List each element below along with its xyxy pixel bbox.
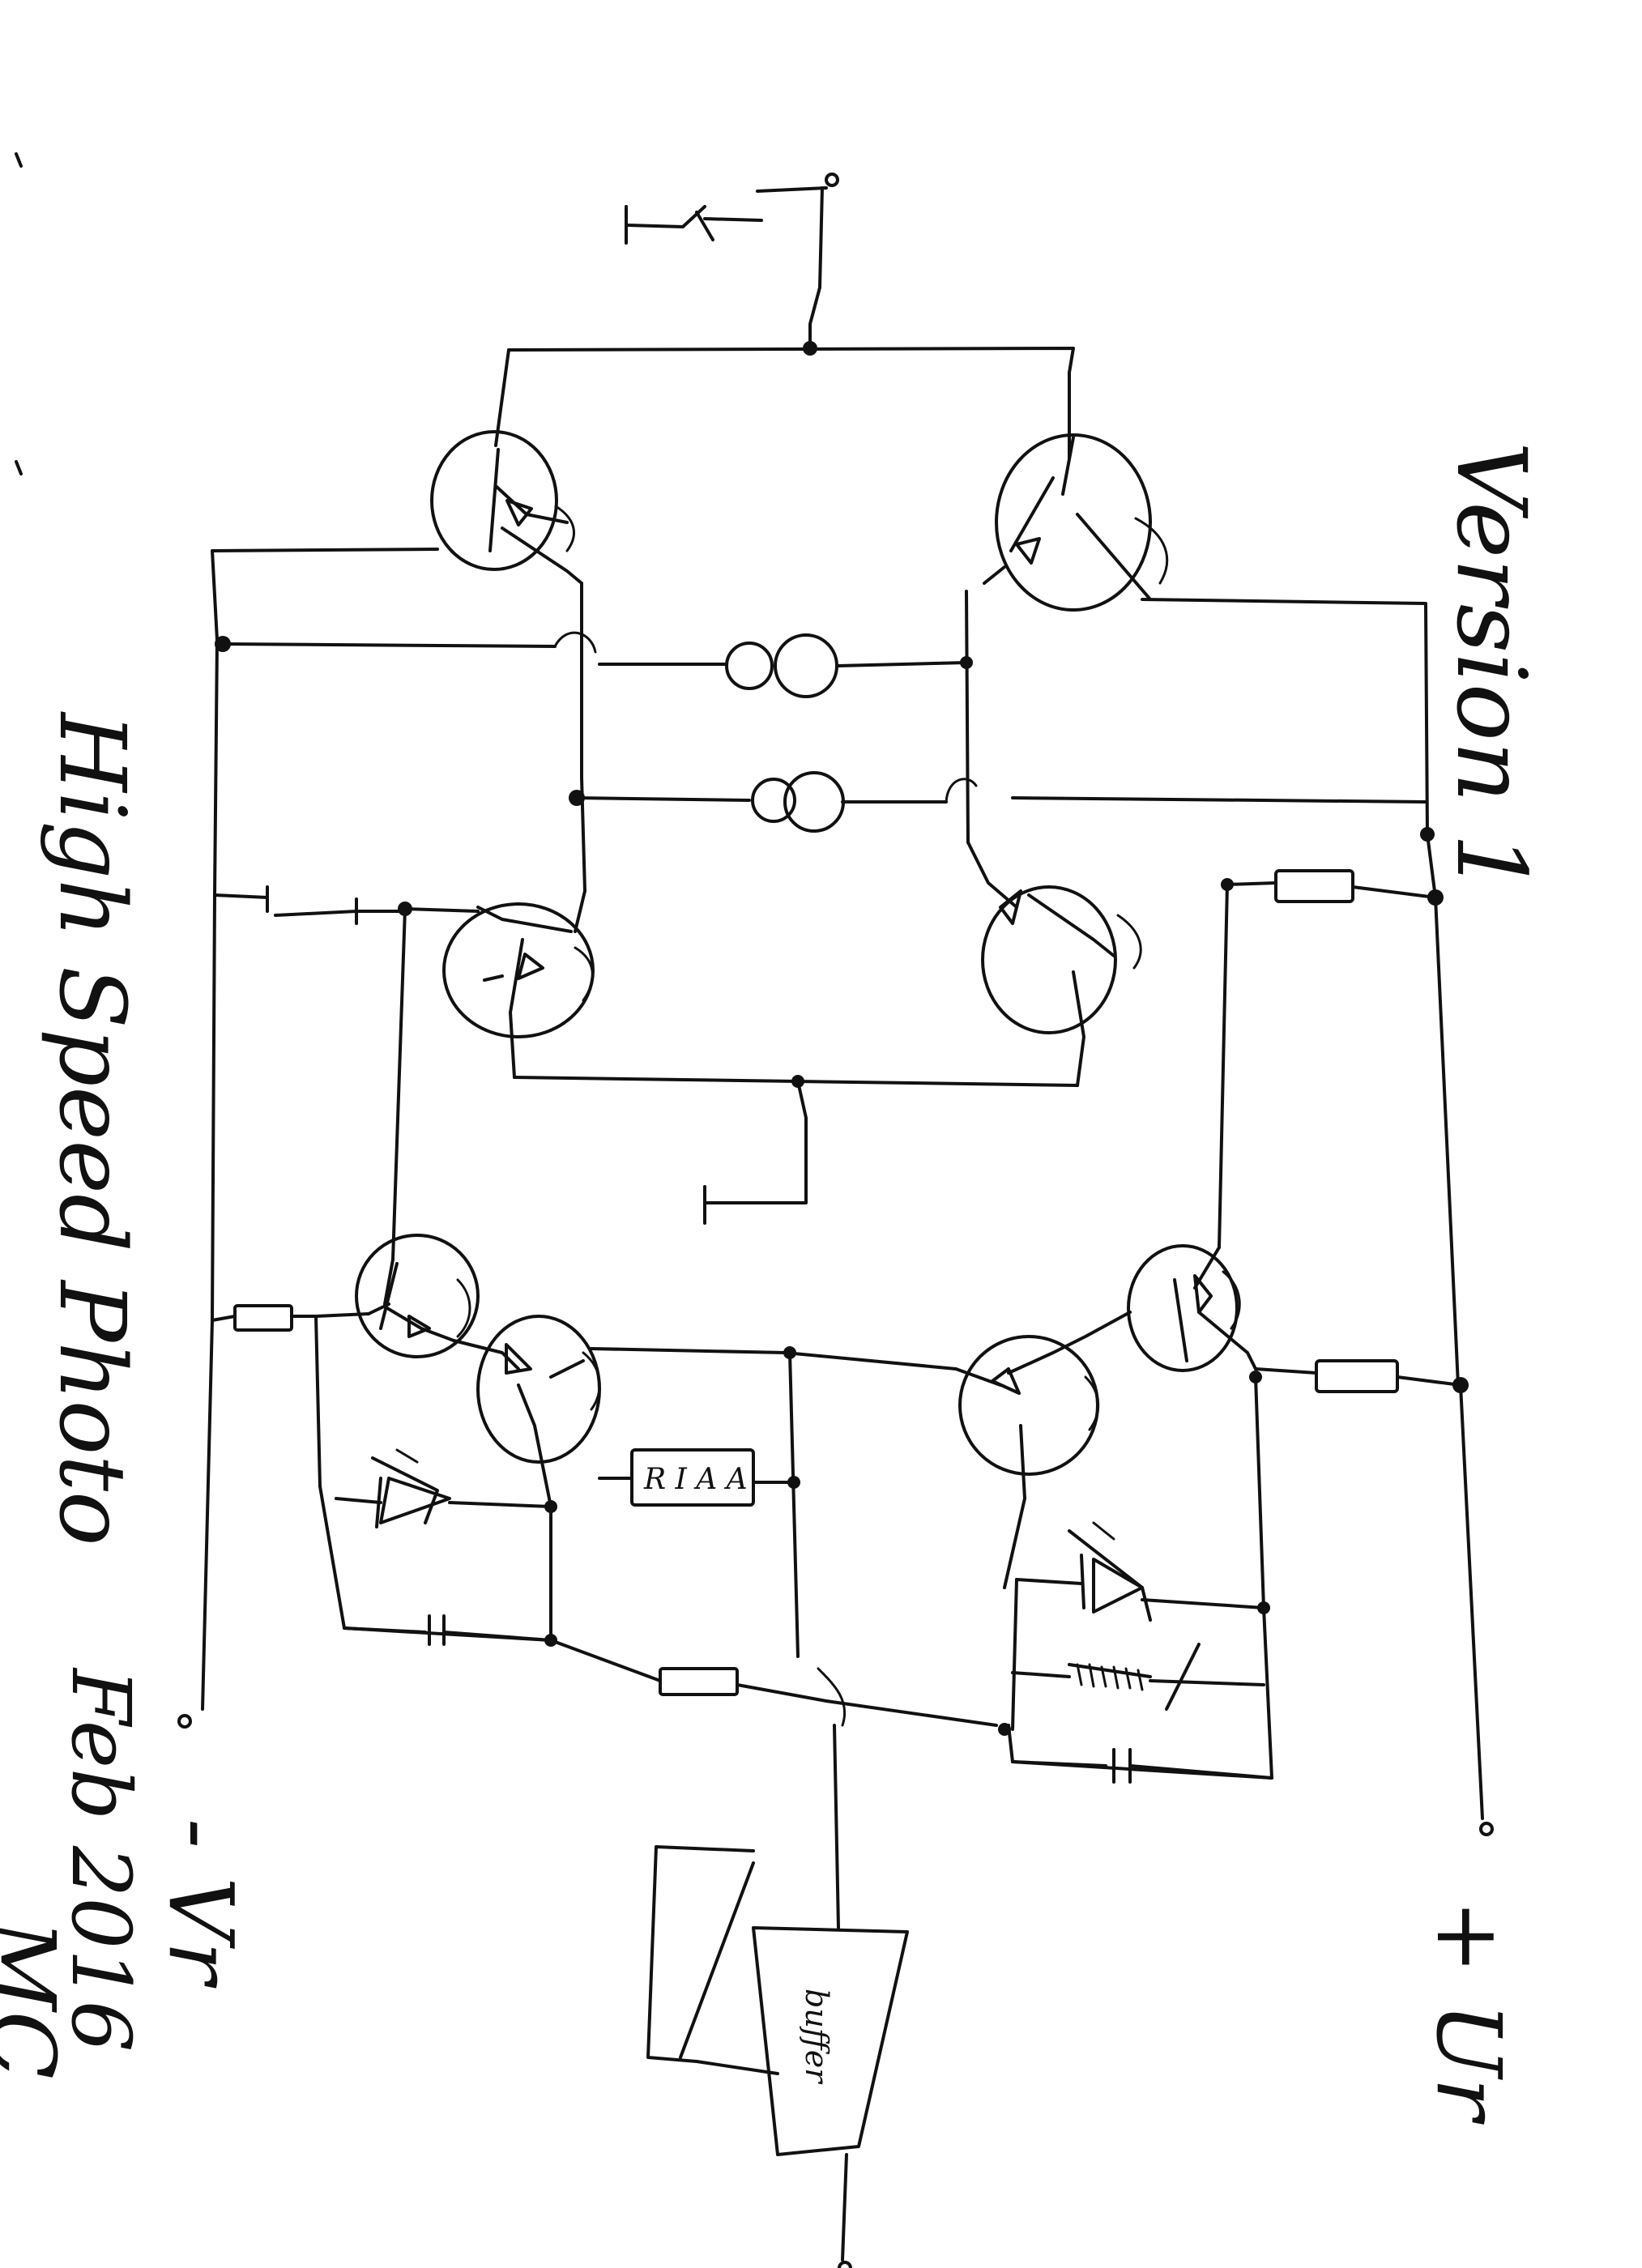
transistor-q8 <box>1127 1244 1257 1372</box>
title-label: High Speed Photo <box>39 711 144 1546</box>
ground-symbol-top <box>625 205 763 245</box>
buffer-amplifier: buffer <box>646 1845 909 2268</box>
wire-left-mid-vertical <box>391 907 407 1261</box>
ground-symbol-mid <box>703 1080 808 1204</box>
transistor-q6 <box>452 1315 601 1508</box>
date-label: Feb 2016 <box>53 1667 148 2052</box>
transistor-q7 <box>954 1311 1132 1589</box>
wire-mid-bus-right <box>965 590 970 844</box>
version-label: Version 1 <box>1435 441 1547 894</box>
vpos-label: + Ur <box>1417 1899 1520 2125</box>
transistor-q3 <box>442 889 595 1079</box>
negative-rail <box>177 636 231 1729</box>
transistor-q1 <box>430 348 583 585</box>
wire-left-lower-box <box>314 1315 552 1642</box>
zener-diode-right <box>1015 1521 1265 1622</box>
buffer-label: buffer <box>799 1989 834 2085</box>
resistor-r4 <box>1254 1359 1462 1393</box>
signature-label: MC <box>0 1918 75 2079</box>
capacitor-c3 <box>1011 1748 1273 1784</box>
transistor-q5 <box>355 1234 480 1358</box>
margin-mark-1 <box>15 152 23 168</box>
transistor-q4 <box>966 841 1142 1087</box>
resistor-r3 <box>549 1639 998 1727</box>
inductor-l1 <box>1011 1643 1265 1711</box>
capacitor-c2 <box>343 1614 552 1646</box>
wire-crossover <box>817 1667 847 1727</box>
wire-to-buffer <box>833 1724 840 1929</box>
vneg-label: - Vr <box>149 1818 253 1989</box>
wire-q6-collector-bus <box>590 1347 957 1371</box>
wire-row-2 <box>575 796 751 802</box>
current-source-2 <box>751 771 845 833</box>
wire-right-mid-vertical <box>1218 883 1229 1249</box>
current-source-1 <box>725 633 838 698</box>
resistor-r2 <box>211 1304 370 1332</box>
wire-mid-bus-left <box>580 582 586 893</box>
margin-mark-2 <box>15 460 23 475</box>
transistor-q2 <box>983 371 1169 612</box>
capacitor-c1 <box>213 885 407 925</box>
resistor-r1 <box>1226 869 1437 903</box>
positive-rail <box>1141 598 1494 1836</box>
zener-diode-left <box>335 1448 552 1528</box>
riaa-network: R I A A <box>598 1448 795 1507</box>
wire-c1-to-q3 <box>403 907 480 913</box>
wire-top-rail <box>507 347 1075 374</box>
wire-q1-base <box>211 548 439 642</box>
wire-row-1 <box>221 642 557 648</box>
input-terminal-top <box>756 173 839 356</box>
riaa-label: R I A A <box>643 1463 748 1496</box>
wire-right-network-left <box>1011 1578 1018 1731</box>
wire-right-lower-box <box>1007 1375 1273 1780</box>
